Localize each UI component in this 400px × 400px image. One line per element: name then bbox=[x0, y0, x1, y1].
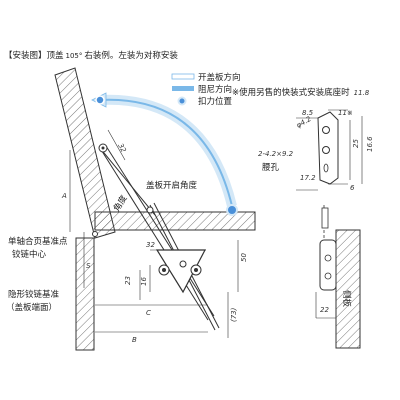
dim-17-2: 17.2 bbox=[300, 174, 316, 182]
dim-11: 11※ bbox=[338, 109, 353, 117]
legend-damping-direction-label: 阻尼方向 bbox=[198, 84, 232, 95]
arm-pivot-mid-icon bbox=[146, 206, 154, 214]
hinge-center-label: 铰链中心 bbox=[12, 249, 47, 260]
cabinet-lid bbox=[54, 67, 116, 239]
legend-damping-direction: 阻尼方向 bbox=[172, 84, 232, 95]
dim-C: C bbox=[146, 309, 151, 317]
dim-S: S bbox=[86, 262, 91, 270]
lid-opening-angle-label: 盖板开启角度 bbox=[146, 180, 198, 191]
lid-opening-arc bbox=[91, 92, 238, 216]
dim-50: 50 bbox=[240, 253, 248, 262]
dim-22: 22 bbox=[320, 306, 329, 314]
open-direction-swatch bbox=[171, 73, 195, 80]
dim-23: 23 bbox=[124, 276, 132, 285]
dim-6: 6 bbox=[350, 184, 355, 192]
concealed-hinge-ref-label: 隐形铰链基准 bbox=[8, 289, 60, 300]
lid-stay-arm bbox=[98, 143, 220, 331]
waist-hole-label: 腰孔 bbox=[262, 163, 280, 173]
legend-open-direction-label: 开盖板方向 bbox=[198, 72, 241, 83]
lid-end-face-label: （盖板端面） bbox=[6, 302, 57, 313]
dim-73: (73) bbox=[230, 307, 238, 322]
dim-32-top: 32 bbox=[116, 142, 128, 154]
legend-open-direction: 开盖板方向 bbox=[171, 72, 241, 83]
single-hinge-ref-label: 单轴合页基准点 bbox=[8, 236, 68, 247]
force-point-bottom-icon bbox=[226, 204, 238, 216]
hinge-detail-drawing bbox=[296, 109, 363, 191]
dim-hole-spec: 2-4.2×9.2 bbox=[258, 150, 294, 158]
force-point-top-icon bbox=[95, 95, 105, 105]
side-mount-view bbox=[315, 205, 361, 349]
dim-B: B bbox=[132, 336, 137, 344]
hinge-center-point-icon bbox=[92, 231, 98, 237]
dim-16-6: 16.6 bbox=[366, 136, 374, 152]
angle-label: 角度 bbox=[111, 193, 130, 214]
dim-8-5: 8.5 bbox=[302, 109, 314, 117]
legend-force-position: 扣力位置 bbox=[177, 96, 233, 107]
dim-16: 16 bbox=[140, 277, 148, 286]
dim-lines-left bbox=[69, 129, 239, 338]
dim-A: A bbox=[61, 192, 67, 200]
legend-force-position-label: 扣力位置 bbox=[198, 96, 233, 107]
cabinet-left-panel bbox=[75, 237, 95, 351]
dim-32-mid: 32 bbox=[146, 241, 155, 249]
hinge-mount-base bbox=[155, 249, 206, 294]
side-panel-hatch bbox=[335, 229, 361, 349]
force-position-dot-icon bbox=[177, 96, 187, 106]
cabinet-top-panel bbox=[94, 211, 256, 231]
side-panel-label: 侧板 bbox=[341, 290, 352, 308]
legend: 开盖板方向 阻尼方向 扣力位置 bbox=[171, 72, 241, 107]
damping-direction-swatch bbox=[172, 86, 194, 91]
dim-25: 25 bbox=[352, 139, 360, 148]
